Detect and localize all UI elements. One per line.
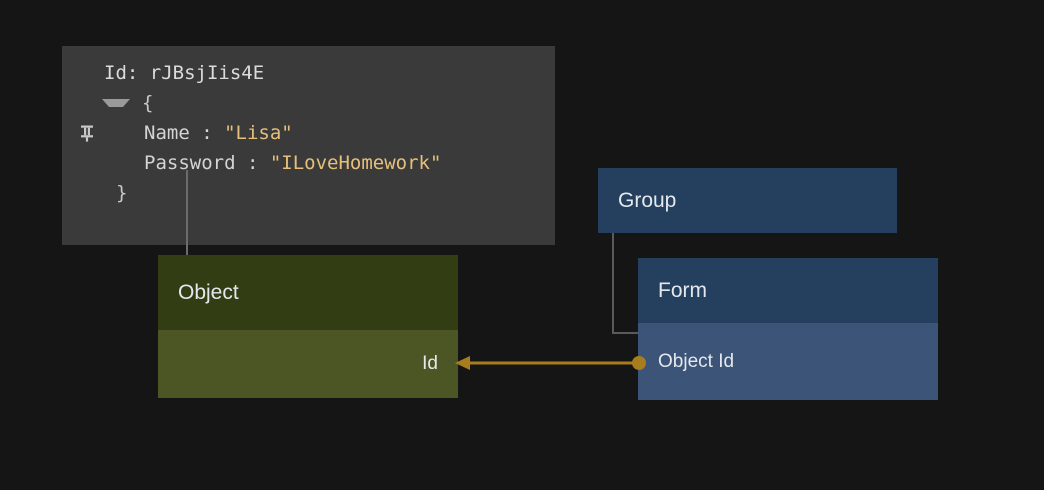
json-property-value: "ILoveHomework" bbox=[269, 152, 442, 174]
entity-form-title: Form bbox=[658, 278, 707, 302]
pushpin-icon[interactable] bbox=[76, 62, 98, 142]
tree-connector-horizontal bbox=[612, 332, 639, 334]
tree-connector-group-to-form bbox=[612, 233, 640, 334]
json-property-key: Name bbox=[144, 122, 190, 144]
json-property-row: Name : "Lisa" bbox=[62, 118, 555, 148]
json-close-brace: } bbox=[116, 182, 128, 204]
entity-group-title: Group bbox=[618, 188, 677, 212]
json-open-brace-row[interactable]: { bbox=[62, 88, 555, 118]
json-property-separator: : bbox=[235, 152, 270, 174]
chevron-down-icon[interactable] bbox=[102, 99, 130, 107]
json-property-row: Password : "ILoveHomework" bbox=[62, 148, 555, 178]
entity-object-header[interactable]: Object bbox=[158, 255, 458, 330]
entity-object-field-id[interactable]: Id bbox=[158, 330, 458, 398]
entity-form-field-object-id[interactable]: Object Id bbox=[638, 323, 938, 400]
entity-object-title: Object bbox=[178, 280, 239, 304]
json-open-brace: { bbox=[142, 92, 154, 114]
json-record-popup[interactable]: Id: rJBsjIis4E { Name : "Lisa" Password … bbox=[62, 46, 555, 256]
json-popup-title-row: Id: rJBsjIis4E bbox=[62, 58, 555, 142]
json-close-brace-row: } bbox=[62, 178, 555, 208]
entity-form-field-label: Object Id bbox=[658, 350, 735, 372]
json-property-separator: : bbox=[189, 122, 225, 144]
entity-form-header[interactable]: Form bbox=[638, 258, 938, 323]
entity-object-field-label: Id bbox=[422, 353, 438, 374]
tree-connector-vertical bbox=[612, 233, 614, 333]
json-property-value: "Lisa" bbox=[224, 122, 293, 144]
entity-group-header[interactable]: Group bbox=[598, 168, 897, 233]
relationship-connector[interactable] bbox=[450, 348, 650, 378]
json-property-key: Password bbox=[144, 152, 236, 174]
json-record-id: Id: rJBsjIis4E bbox=[104, 62, 265, 84]
json-tree-guide-line bbox=[186, 170, 188, 256]
